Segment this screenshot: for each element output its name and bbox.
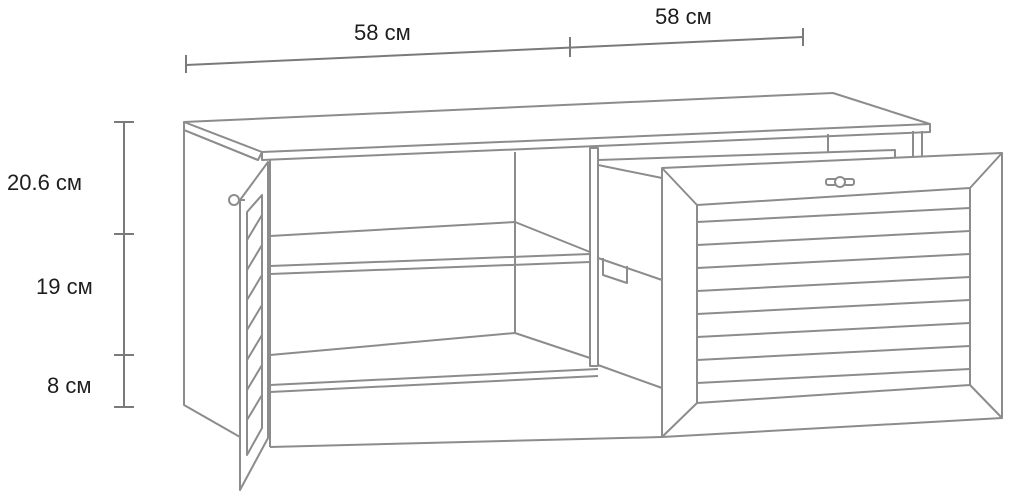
door-knob-icon: [228, 194, 245, 206]
height-top-label: 20.6 см: [7, 170, 83, 195]
width-dimension-lines: [185, 28, 804, 73]
cabinet-body: [183, 92, 931, 448]
drawer-handle-icon: [825, 176, 855, 188]
drawer-front: [661, 152, 1003, 438]
height-dimension-lines: [114, 121, 134, 408]
left-door-open: [239, 161, 269, 491]
height-bottom-label: 8 см: [47, 373, 92, 398]
drawer-slats: [696, 207, 971, 384]
height-middle-label: 19 см: [36, 274, 93, 299]
width-left-label: 58 см: [354, 20, 411, 45]
width-right-label: 58 см: [655, 4, 712, 29]
